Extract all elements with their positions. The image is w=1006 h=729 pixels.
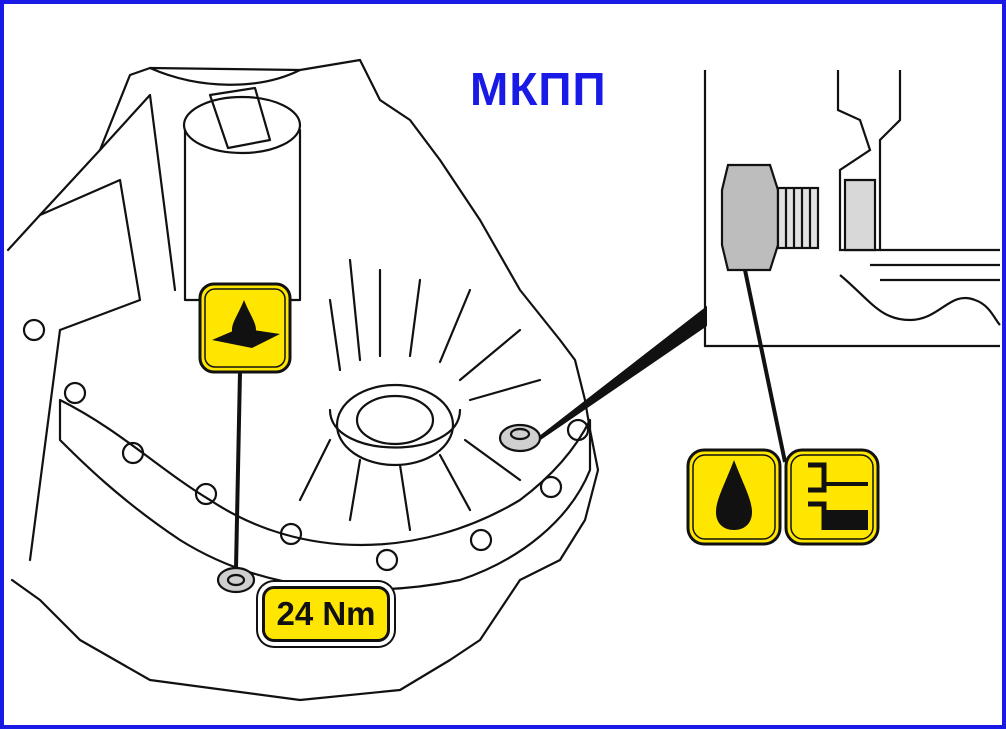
shaft-boss	[183, 128, 302, 302]
flange-bolts	[22, 318, 590, 572]
oil-drop-on-pad-icon	[198, 282, 292, 374]
hub-ring	[328, 408, 462, 449]
center-hub-outer	[335, 383, 455, 467]
drain-plug	[216, 566, 256, 594]
oil-drop-icon	[686, 448, 782, 546]
drain-leader	[234, 371, 242, 569]
oil-level-icon	[784, 448, 880, 546]
housing-outline	[6, 58, 600, 702]
inset-plug-thread	[776, 186, 820, 250]
torque-badge: 24 Nm	[262, 586, 390, 642]
radial-ribs	[298, 258, 542, 532]
housing-left-rib-2	[28, 328, 62, 562]
inset-oil	[870, 248, 1000, 282]
inset-plug-head	[720, 163, 780, 272]
inset-leader	[743, 269, 787, 463]
center-hub-inner	[355, 394, 435, 446]
shaft-tab	[208, 86, 272, 150]
inset-floor	[839, 274, 1001, 326]
diagram-title: МКПП	[470, 63, 607, 115]
inset-wall	[836, 70, 902, 252]
level-leader-wedge	[538, 305, 707, 440]
housing-left-rib-3	[98, 93, 177, 292]
housing-top-edge	[148, 66, 302, 86]
shaft-top	[182, 95, 302, 155]
inset-detail	[703, 70, 1001, 348]
housing-left-rib	[38, 178, 142, 332]
